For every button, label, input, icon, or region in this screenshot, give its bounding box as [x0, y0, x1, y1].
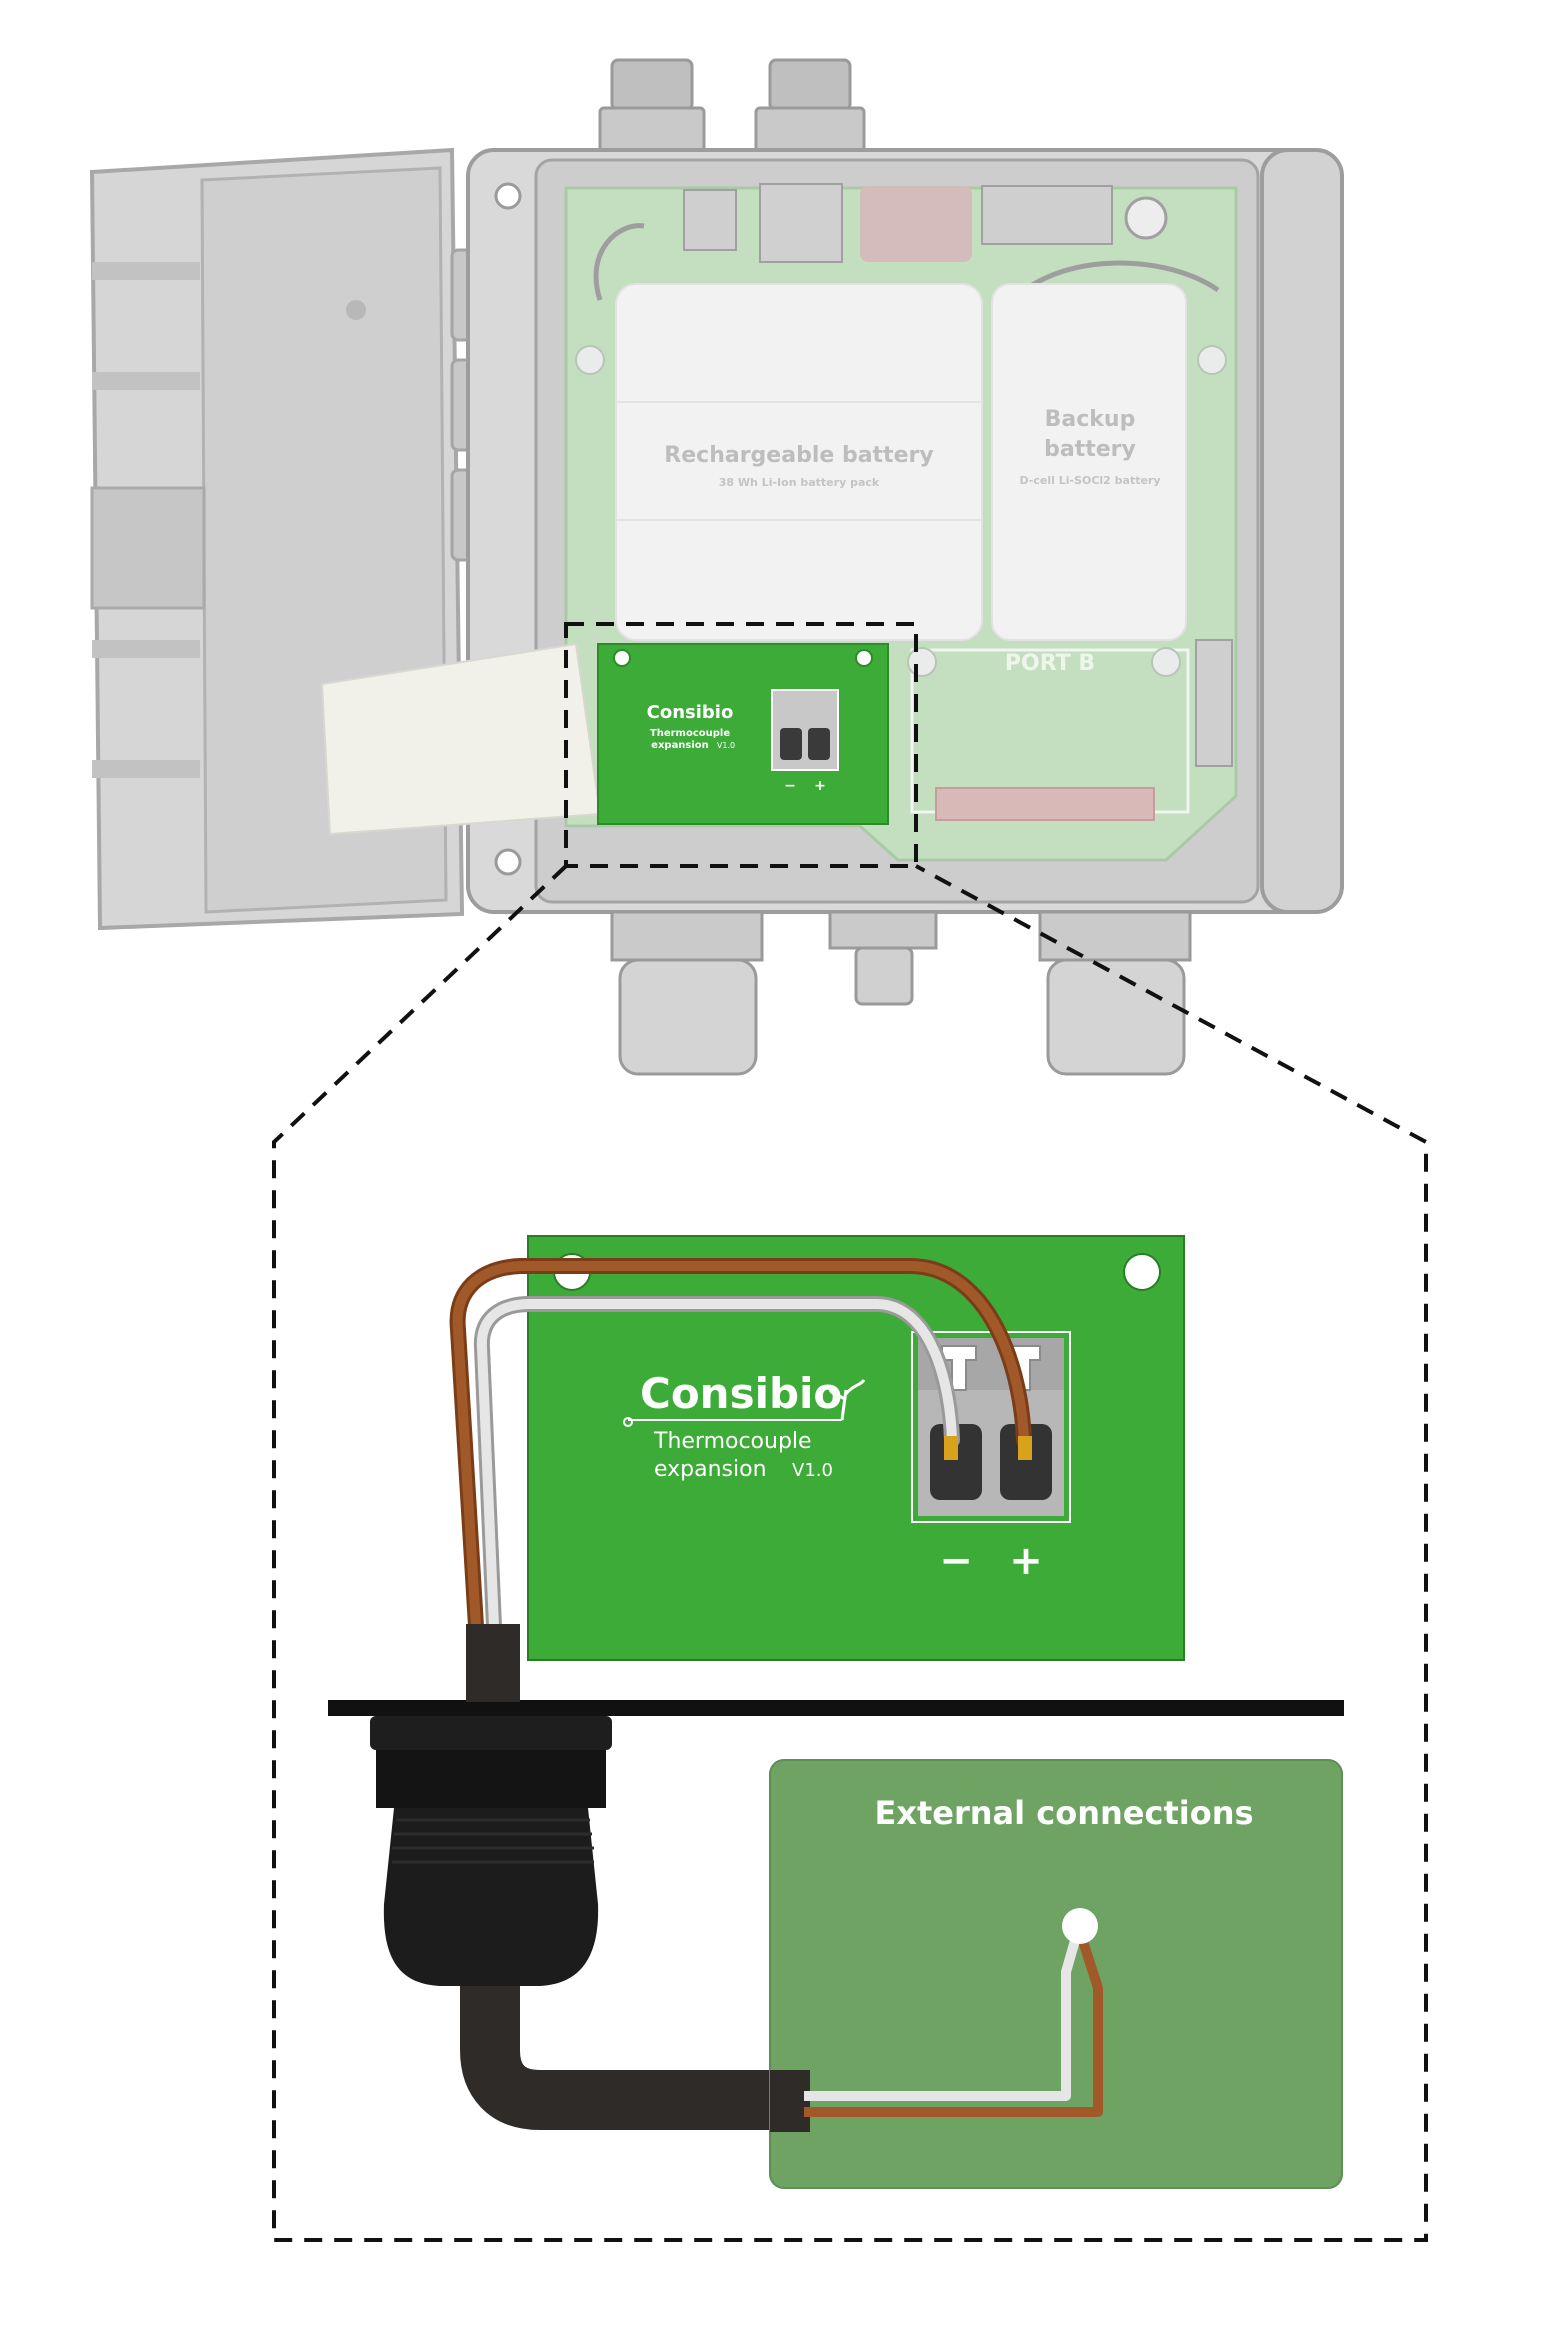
backup-battery-subtitle: D-cell Li-SOCl2 battery — [1019, 474, 1160, 487]
board-mount-hole-right — [1123, 1253, 1161, 1291]
backup-battery: Backup battery D-cell Li-SOCl2 battery — [991, 283, 1187, 641]
top-connector-right — [754, 58, 866, 154]
rechargeable-battery-subtitle: 38 Wh Li-Ion battery pack — [719, 476, 880, 489]
installed-board-version: V1.0 — [717, 741, 735, 750]
installed-board-name-line1: Thermocouple — [650, 728, 730, 739]
installed-expansion-board: Consibio Thermocouple expansion V1.0 − + — [597, 643, 889, 825]
board-name-line1: Thermocouple — [653, 1429, 812, 1454]
terminal-minus-slot — [930, 1424, 982, 1500]
external-connections-title: External connections — [874, 1794, 1253, 1832]
external-connections-panel: External connections — [769, 1759, 1343, 2189]
terminal-plus-slot — [1000, 1424, 1052, 1500]
thermocouple-wires — [449, 1258, 1032, 1634]
board-name-line2: expansion — [654, 1457, 767, 1482]
enclosure-wall — [328, 1700, 1344, 1716]
backup-battery-title-line2: battery — [1044, 437, 1136, 462]
port-b-area: PORT B — [907, 639, 1233, 821]
installed-terminal-minus: − — [784, 778, 796, 794]
device-enclosure: Rechargeable battery 38 Wh Li-Ion batter… — [89, 58, 1344, 1076]
backup-battery-title-line1: Backup — [1045, 407, 1136, 432]
external-wire-white — [804, 1928, 1083, 2101]
board-brand: Consibio — [640, 1369, 842, 1418]
zoom-callout-outline — [272, 622, 1428, 2242]
port-b-label: PORT B — [1005, 651, 1095, 676]
terminal-minus-label: − — [939, 1538, 973, 1584]
thermocouple-cable — [460, 1986, 800, 2130]
installed-board-name-line2: expansion — [651, 740, 709, 751]
rechargeable-battery: Rechargeable battery 38 Wh Li-Ion batter… — [615, 283, 983, 641]
board-version: V1.0 — [792, 1460, 833, 1481]
bottom-connector-middle — [828, 910, 938, 1006]
external-wire-brown — [804, 1930, 1103, 2117]
thermocouple-junction — [1062, 1908, 1098, 1944]
top-connector-left — [598, 58, 706, 154]
consibio-logo: Consibio Thermocouple expansion V1.0 — [623, 1369, 866, 1482]
cable-gland — [370, 1624, 612, 1986]
bottom-gland-right — [1038, 910, 1192, 1076]
installed-terminal-plus: + — [814, 778, 826, 794]
rechargeable-battery-title: Rechargeable battery — [664, 443, 933, 468]
terminal-plus-label: + — [1009, 1538, 1043, 1584]
bottom-gland-left — [610, 910, 764, 1076]
installed-board-brand: Consibio — [647, 702, 734, 723]
